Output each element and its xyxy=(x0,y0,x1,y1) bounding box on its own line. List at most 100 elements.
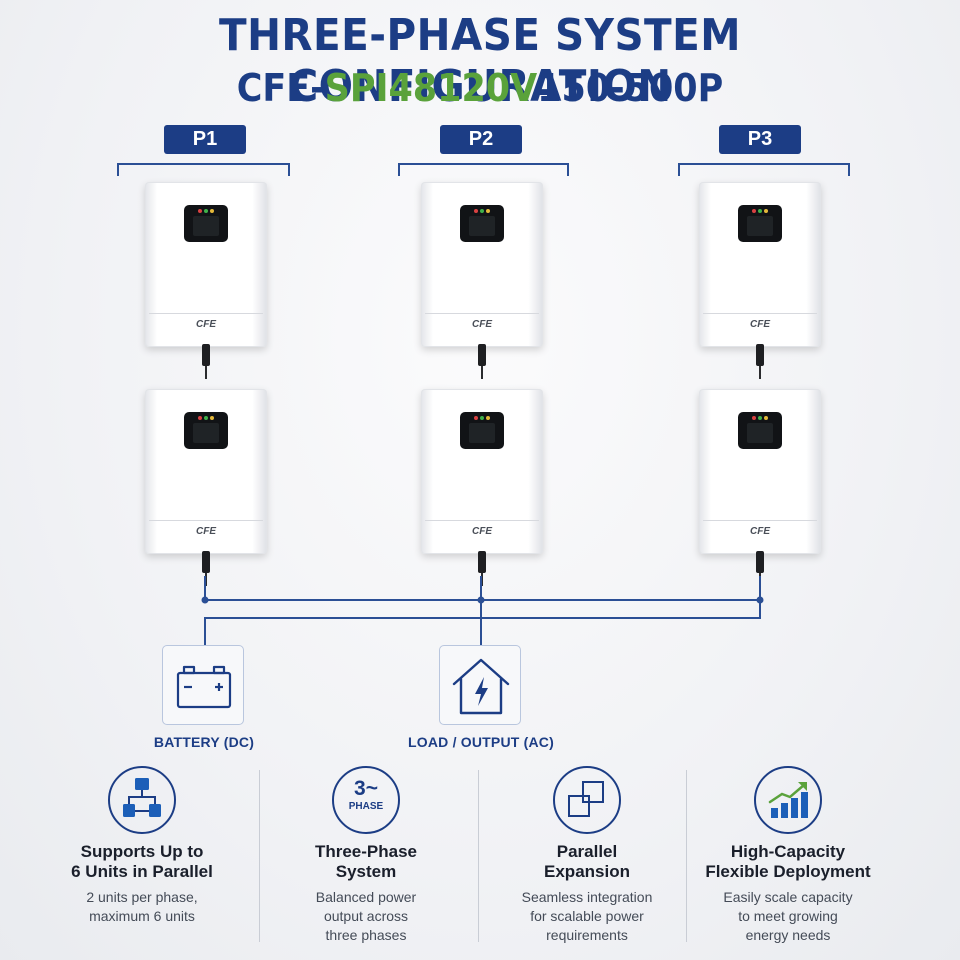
feature-title-line: System xyxy=(335,862,397,881)
led-yellow-icon xyxy=(764,209,768,213)
feature-icon-circle xyxy=(754,766,822,834)
inverter-display xyxy=(460,205,504,242)
feature-title-line: Three-Phase xyxy=(314,842,418,861)
panel-seam xyxy=(425,313,539,314)
cable-connector xyxy=(478,344,486,379)
battery-box xyxy=(162,645,244,725)
led-yellow-icon xyxy=(764,416,768,420)
cable-connector xyxy=(202,551,210,586)
load-label: LOAD / OUTPUT (AC) xyxy=(408,734,554,750)
feature-description: Balanced power output across three phases xyxy=(268,888,464,945)
page-title: THREE-PHASE SYSTEM CONFIGURATION xyxy=(218,10,741,112)
feature-desc-line: Balanced power xyxy=(315,889,417,905)
inverter-p2-unit2: CFE xyxy=(421,389,543,586)
inverter-p1-unit1: CFE xyxy=(145,182,267,379)
feature-icon-circle xyxy=(108,766,176,834)
inverter-p1-unit2: CFE xyxy=(145,389,267,586)
panel-seam xyxy=(149,520,263,521)
cable-connector xyxy=(478,551,486,586)
model-suffix: 150-500P xyxy=(537,66,724,110)
led-green-icon xyxy=(758,416,762,420)
feature-desc-line: requirements xyxy=(546,927,628,943)
feature-desc-line: for scalable power xyxy=(530,908,644,924)
panel-seam xyxy=(425,520,539,521)
feature-icon-circle xyxy=(553,766,621,834)
lcd-screen xyxy=(469,216,495,236)
feature-divider xyxy=(478,770,479,942)
led-red-icon xyxy=(198,416,202,420)
led-green-icon xyxy=(480,416,484,420)
inverter-p3-unit2: CFE xyxy=(699,389,821,586)
lcd-screen xyxy=(469,423,495,443)
lcd-screen xyxy=(193,423,219,443)
feature-icon-circle: 3~ PHASE xyxy=(332,766,400,834)
phase-tag-p2: P2 xyxy=(440,125,522,154)
junction-dot xyxy=(201,596,209,604)
cable-connector xyxy=(756,551,764,586)
feature-title-line: Parallel xyxy=(556,842,618,861)
feature-title-line: 6 Units in Parallel xyxy=(71,862,213,881)
led-yellow-icon xyxy=(486,416,490,420)
inverter-display xyxy=(738,412,782,449)
phase-bracket-p3 xyxy=(678,163,850,176)
model-highlight: SPI48120V xyxy=(324,66,538,110)
inverter-display xyxy=(738,205,782,242)
led-red-icon xyxy=(752,416,756,420)
led-green-icon xyxy=(758,209,762,213)
feature-description: 2 units per phase,maximum 6 units xyxy=(40,888,244,926)
model-number: CFE-SPI48120V150-500P xyxy=(38,66,921,110)
led-green-icon xyxy=(204,416,208,420)
junction-dot xyxy=(756,596,764,604)
led-red-icon xyxy=(752,209,756,213)
brand-logo: CFE xyxy=(750,526,770,537)
model-prefix: CFE- xyxy=(236,66,325,110)
led-green-icon xyxy=(480,209,484,213)
feature-divider xyxy=(259,770,260,942)
led-yellow-icon xyxy=(210,416,214,420)
led-yellow-icon xyxy=(486,209,490,213)
dc-bus-line xyxy=(204,600,761,645)
load-box xyxy=(439,645,521,725)
growth-chart-icon xyxy=(768,782,808,818)
panel-seam xyxy=(703,313,817,314)
house-power-icon xyxy=(452,658,510,715)
led-yellow-icon xyxy=(210,209,214,213)
feature-title-line: Supports Up to xyxy=(80,842,204,861)
led-red-icon xyxy=(474,209,478,213)
brand-logo: CFE xyxy=(196,319,216,330)
inverter-display xyxy=(460,412,504,449)
feature-title-line: Flexible Deployment xyxy=(705,862,871,881)
feature-title-line: High-Capacity xyxy=(730,842,846,861)
phase-tag-p3: P3 xyxy=(719,125,801,154)
brand-logo: CFE xyxy=(472,526,492,537)
feature-desc-line: Easily scale capacity xyxy=(723,889,853,905)
feature-description: Seamless integration for scalable power re… xyxy=(489,888,685,945)
panel-seam xyxy=(703,520,817,521)
inverter-display xyxy=(184,412,228,449)
feature-desc-line: maximum 6 units xyxy=(89,908,195,924)
feature-desc-line: output across xyxy=(323,908,409,924)
lcd-screen xyxy=(193,216,219,236)
led-red-icon xyxy=(474,416,478,420)
feature-desc-line: Seamless integration xyxy=(521,889,653,905)
brand-logo: CFE xyxy=(750,319,770,330)
cable-connector xyxy=(756,344,764,379)
battery-icon xyxy=(176,665,232,709)
led-green-icon xyxy=(204,209,208,213)
three-phase-icon: 3~ PHASE xyxy=(334,778,398,814)
phase-tag-p1: P1 xyxy=(164,125,246,154)
inverter-p3-unit1: CFE xyxy=(699,182,821,379)
parallel-expansion-icon xyxy=(568,781,604,817)
feature-desc-line: three phases xyxy=(325,927,407,943)
battery-label: BATTERY (DC) xyxy=(153,734,255,750)
phase-symbol: 3~ xyxy=(354,777,378,800)
feature-desc-line: energy needs xyxy=(745,927,831,943)
